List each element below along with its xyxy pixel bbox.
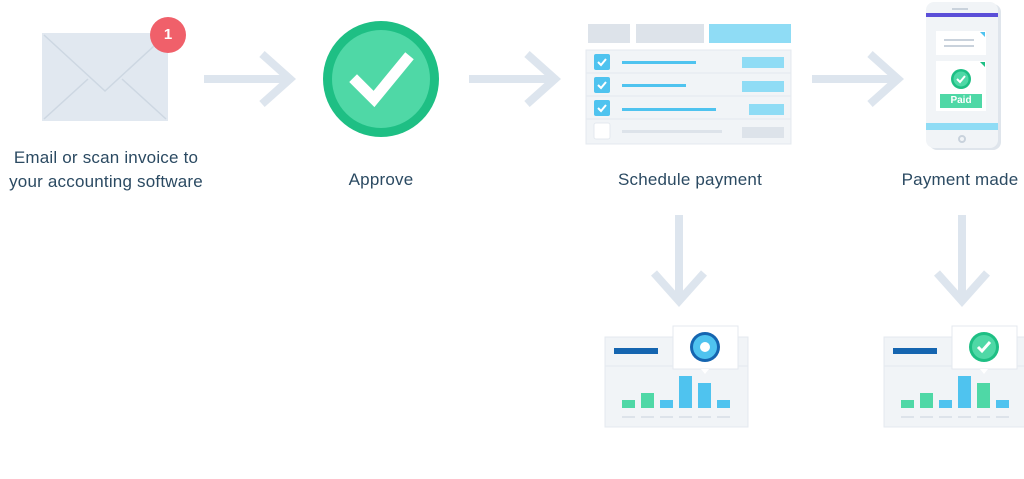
notification-badge: 1 [150,17,186,53]
paid-status-badge: Paid [950,95,972,106]
step-paid-label: Payment made [901,170,1019,189]
paid-dashboard-icon [883,325,1024,428]
envelope-icon [42,33,168,121]
step-email-label-line2: your accounting software [9,172,203,191]
payment-schedule-table-icon [585,24,792,145]
step-approve-label: Approve [348,170,414,189]
step-email-label-line1: Email or scan invoice to [13,148,199,167]
phone-icon [926,2,1001,150]
arrow-right-icon [469,51,562,107]
checkbox-checked [594,100,610,116]
arrow-down-icon [651,215,707,308]
arrow-right-icon [812,51,905,107]
step-schedule-label: Schedule payment [617,170,762,189]
scheduled-dashboard-icon [604,325,749,428]
checkbox-checked [594,77,610,93]
arrow-right-icon [204,51,297,107]
arrow-down-icon [934,215,990,308]
approve-check-icon [323,21,439,137]
step-email-label: Email or scan invoice to your accounting… [0,146,212,194]
checkbox-unchecked [593,122,611,140]
checkbox-checked [594,54,610,70]
